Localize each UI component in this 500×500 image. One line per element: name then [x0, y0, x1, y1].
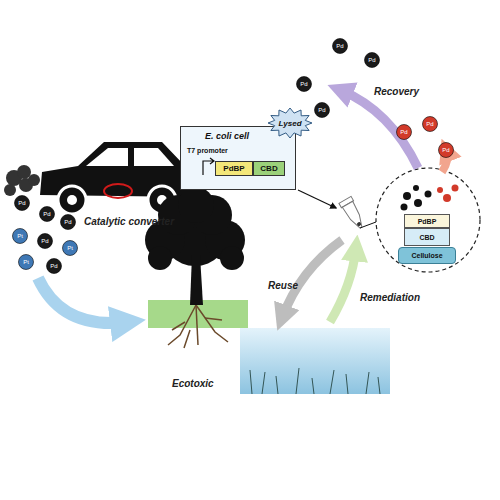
shape-fill: [333, 39, 348, 54]
gene-segment: PdBP: [215, 161, 253, 176]
exhaust-smoke: [4, 165, 40, 196]
shape-fill: [423, 117, 438, 132]
protein-domain: PdBP: [404, 214, 450, 228]
shape-fill: [61, 215, 76, 230]
metal-particle: Pd: [422, 116, 438, 132]
process-label: Reuse: [268, 280, 298, 291]
remediation-arrow: [330, 248, 356, 322]
tube: [339, 196, 367, 231]
water-body: [240, 328, 390, 394]
node-text: Pd: [39, 206, 55, 222]
node-text: CBD: [254, 162, 284, 175]
node-text: Pd: [438, 142, 454, 158]
metal-particle: Pt: [62, 240, 78, 256]
node-text: Lysed: [268, 108, 312, 138]
shape-fill: [268, 108, 312, 138]
metal-particle: Pd: [296, 76, 312, 92]
node-text: Pd: [332, 38, 348, 54]
reuse-arrow: [282, 240, 342, 318]
node-text: CBD: [405, 229, 449, 245]
node-text: Pt: [62, 240, 78, 256]
shape-fill: [63, 241, 78, 256]
tree: [145, 187, 248, 348]
shape-fill: [13, 229, 28, 244]
process-label: Remediation: [360, 292, 420, 303]
shape-fill: [38, 234, 53, 249]
cellulose-support: Cellulose: [398, 247, 456, 264]
node-text: T7 promoter: [187, 147, 228, 154]
metal-particle: Pd: [37, 233, 53, 249]
node-text: E. coli cell: [205, 131, 249, 141]
promoter-arrow: [203, 158, 214, 175]
shape-fill: [397, 125, 412, 140]
node-text: Pd: [396, 124, 412, 140]
shape-fill: [439, 143, 454, 158]
node-text: Pd: [364, 52, 380, 68]
shape-fill: [315, 103, 330, 118]
node-text: PdBP: [216, 162, 252, 175]
metal-particle: Pd: [314, 102, 330, 118]
flow-arrow: [38, 278, 128, 323]
metal-particle: Pd: [332, 38, 348, 54]
gene-segment: CBD: [253, 161, 285, 176]
node-text: Pd: [60, 214, 76, 230]
metal-particle: Pd: [39, 206, 55, 222]
zoom-line: [360, 222, 376, 228]
shape-fill: [47, 259, 62, 274]
node-text: Pd: [296, 76, 312, 92]
node-text: Cellulose: [399, 248, 455, 263]
shape-fill: [365, 53, 380, 68]
protein-domain: CBD: [404, 228, 450, 246]
shape-fill: [297, 77, 312, 92]
node-text: Pd: [314, 102, 330, 118]
part-label: Catalytic converter: [84, 216, 174, 227]
metal-particle: Pd: [438, 142, 454, 158]
shape-fill: [40, 207, 55, 222]
metal-particle: Pt: [12, 228, 28, 244]
node-text: Pt: [12, 228, 28, 244]
metal-particle: Pd: [396, 124, 412, 140]
node-text: Pd: [46, 258, 62, 274]
node-text: Pd: [37, 233, 53, 249]
shape-fill: [15, 196, 30, 211]
recovery-arrow: [340, 90, 418, 168]
pointer-arrow: [298, 190, 336, 208]
zoom-circle: [376, 168, 480, 272]
metal-particle: Pd: [364, 52, 380, 68]
metal-particle: Pd: [14, 195, 30, 211]
metal-particle: Pd: [46, 258, 62, 274]
metal-particle: Pt: [18, 254, 34, 270]
metal-particle: Pd: [60, 214, 76, 230]
node-text: Pd: [422, 116, 438, 132]
node-text: Pt: [18, 254, 34, 270]
lysed-burst: Lysed: [268, 108, 312, 138]
process-label: Recovery: [374, 86, 419, 97]
node-text: Pd: [14, 195, 30, 211]
shape-fill: [19, 255, 34, 270]
effect-label: Ecotoxic: [172, 378, 214, 389]
bound-particles: [401, 185, 459, 211]
node-text: PdBP: [405, 215, 449, 227]
